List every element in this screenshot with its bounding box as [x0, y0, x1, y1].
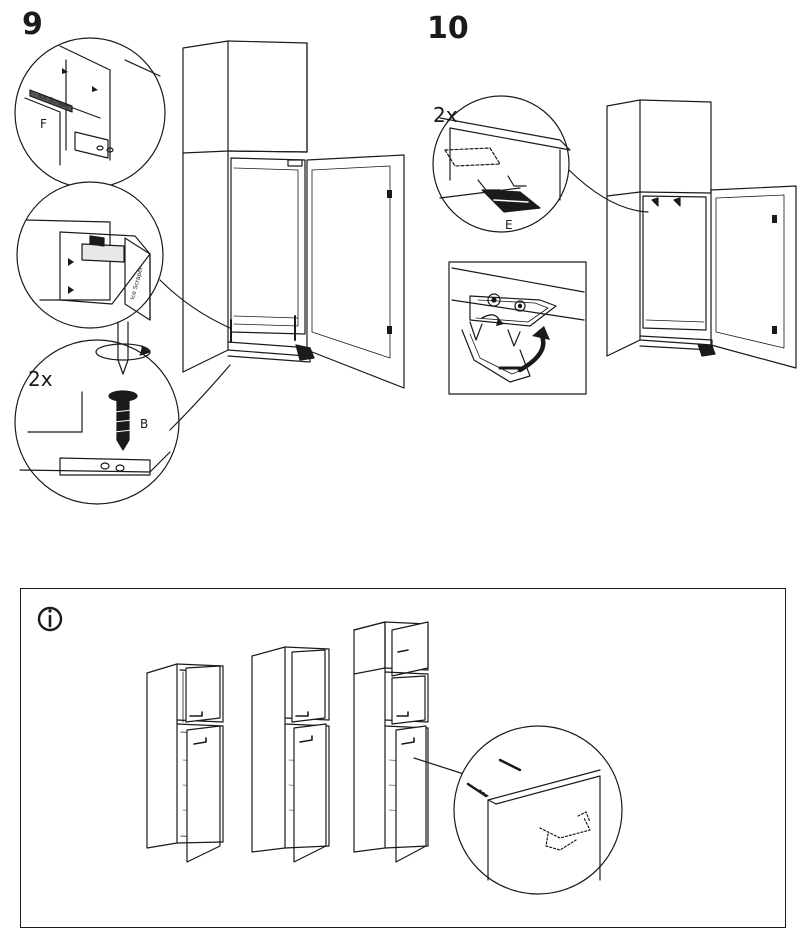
part-label-b: B	[140, 417, 148, 431]
step-9-detail-top: Ice Scraper	[14, 37, 166, 189]
step-10-cabinet	[606, 99, 797, 369]
screwdriver-icon	[95, 321, 151, 375]
step-9-detail-bottom	[14, 339, 180, 505]
fridge-variant-1	[146, 663, 224, 863]
step-10-detail-box	[448, 261, 587, 395]
step-10-detail-circle	[432, 95, 571, 233]
info-box	[20, 588, 786, 928]
part-label-e: E	[505, 218, 513, 232]
step-9-quantity: 2x	[28, 367, 53, 391]
step-10-number: 10	[427, 11, 469, 46]
step-9-cabinet	[182, 40, 405, 389]
step-9-number: 9	[22, 7, 43, 42]
part-label-f: F	[40, 117, 47, 131]
fridge-variant-2	[251, 646, 330, 863]
info-detail-circle	[453, 725, 623, 895]
info-icon	[37, 606, 63, 632]
step-9-detail-middle: Ice Scraper	[16, 181, 164, 329]
step-10-quantity: 2x	[433, 103, 458, 127]
